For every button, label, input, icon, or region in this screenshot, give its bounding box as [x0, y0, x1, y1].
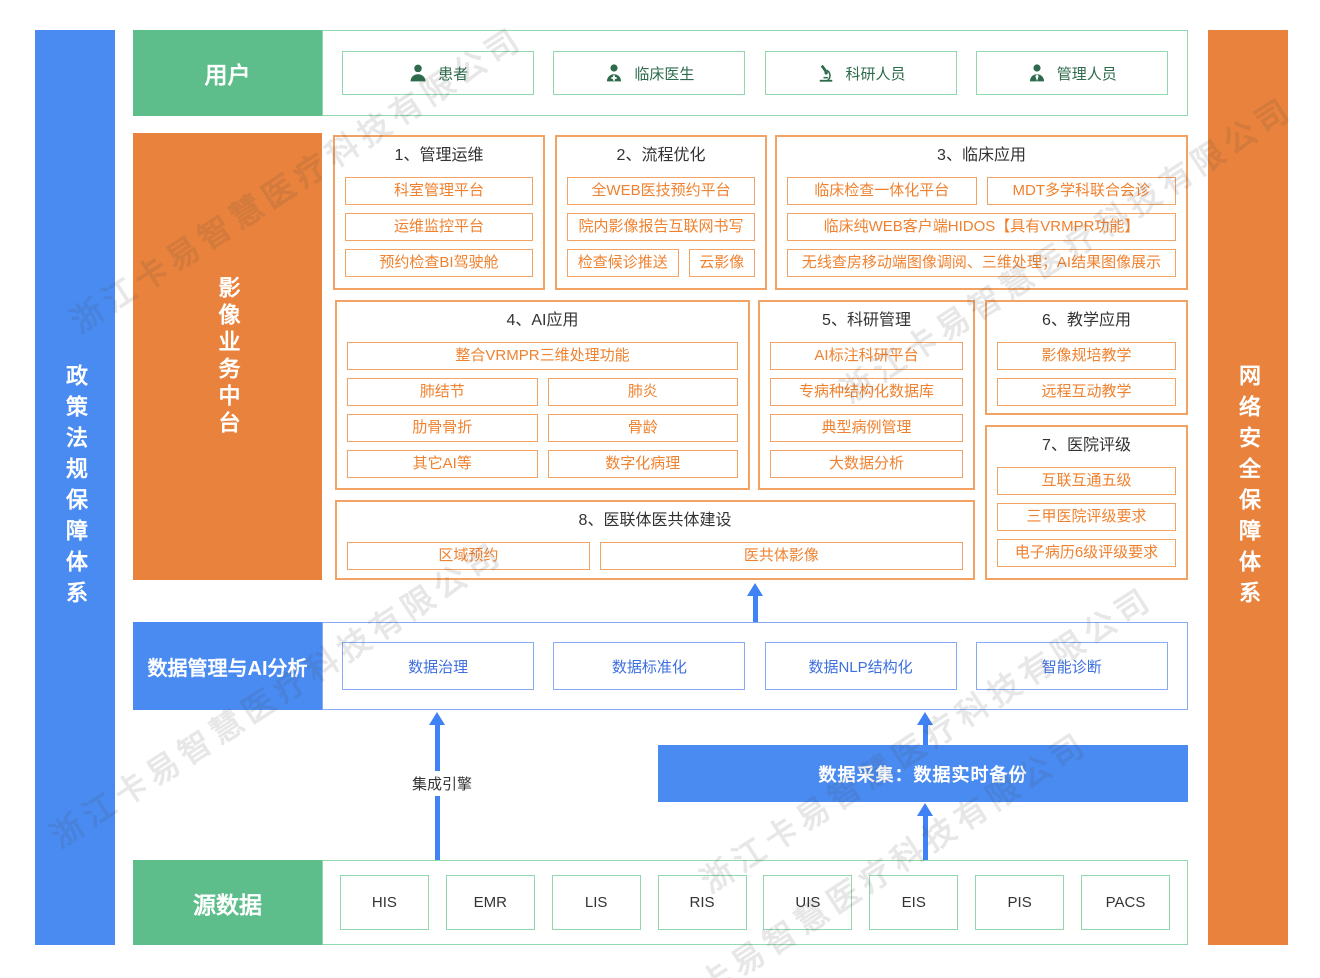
- doctor-icon: [607, 64, 622, 82]
- data-collection-box: 数据采集：数据实时备份: [658, 745, 1188, 802]
- section-item: 互联互通五级: [997, 467, 1176, 495]
- arrow-collection-to-mgmt: [917, 712, 933, 725]
- user-label: 科研人员: [845, 65, 906, 83]
- data-mgmt-item: 智能诊断: [975, 642, 1168, 690]
- section-item: 肺炎: [547, 378, 738, 406]
- section-item: 医共体影像: [599, 542, 963, 570]
- section-title: 3、临床应用: [937, 147, 1026, 164]
- users-row: 患者 临床医生 科研人员 管理人员: [322, 30, 1188, 116]
- imaging-platform-label: 影像业务中台: [215, 275, 241, 438]
- section-title: 4、AI应用: [506, 312, 579, 329]
- section-item: 检查候诊推送: [567, 249, 679, 277]
- microscope-icon: [819, 64, 832, 82]
- section-item: 其它AI等: [347, 450, 538, 478]
- section-item: AI标注科研平台: [770, 342, 963, 370]
- section-research-management: 5、科研管理 AI标注科研平台 专病种结构化数据库 典型病例管理 大数据分析: [758, 300, 975, 490]
- section-ai-application: 4、AI应用 整合VRMPR三维处理功能 肺结节 肺炎 肋骨骨折 骨龄 其它AI…: [335, 300, 750, 490]
- section-item: 典型病例管理: [770, 414, 963, 442]
- patient-icon: [410, 64, 426, 82]
- arrow-source-to-collection: [917, 803, 933, 816]
- arrow-source-to-collection-shaft: [923, 815, 928, 860]
- section-item: 肋骨骨折: [347, 414, 538, 442]
- section-clinical-application: 3、临床应用 临床检查一体化平台 MDT多学科联合会诊 临床纯WEB客户端HID…: [775, 135, 1188, 290]
- section-item: 远程互动教学: [997, 378, 1176, 406]
- user-patient: 患者: [342, 51, 535, 95]
- source-system: EMR: [445, 875, 535, 930]
- section-title: 6、教学应用: [1042, 312, 1131, 329]
- section-item: 肺结节: [347, 378, 538, 406]
- source-system: PACS: [1081, 875, 1170, 930]
- user-label: 患者: [438, 65, 469, 83]
- source-system: RIS: [657, 875, 747, 930]
- network-security-label: 网络安全保障体系: [1236, 363, 1261, 612]
- arrow-integration-engine: [429, 712, 445, 725]
- user-clinician: 临床医生: [553, 51, 746, 95]
- source-system: EIS: [869, 875, 959, 930]
- source-system: LIS: [551, 875, 641, 930]
- section-item: 无线查房移动端图像调阅、三维处理；AI结果图像展示: [787, 249, 1176, 277]
- source-data-row: HIS EMR LIS RIS UIS EIS PIS PACS: [322, 860, 1188, 945]
- user-label: 管理人员: [1056, 65, 1117, 83]
- section-item: 临床纯WEB客户端HIDOS【具有VRMPR功能】: [787, 213, 1176, 241]
- section-title: 7、医院评级: [1042, 437, 1131, 454]
- integration-engine-label: 集成引擎: [407, 771, 478, 796]
- section-item: 数字化病理: [547, 450, 738, 478]
- arrow-collection-to-mgmt-shaft: [923, 724, 928, 745]
- section-item: 三甲医院评级要求: [997, 503, 1176, 531]
- source-system: PIS: [975, 875, 1065, 930]
- user-label: 临床医生: [634, 65, 695, 83]
- manager-icon: [1029, 64, 1044, 82]
- section-title: 2、流程优化: [616, 147, 706, 164]
- imaging-platform-bar: 影像业务中台: [133, 133, 322, 580]
- data-mgmt-item: 数据标准化: [553, 642, 746, 690]
- section-process-optimization: 2、流程优化 全WEB医技预约平台 院内影像报告互联网书写 检查候诊推送 云影像: [555, 135, 767, 290]
- policy-regulation-bar: 政策法规保障体系: [35, 30, 115, 945]
- section-item: 影像规培教学: [997, 342, 1176, 370]
- data-mgmt-row: 数据治理 数据标准化 数据NLP结构化 智能诊断: [322, 622, 1188, 710]
- section-item: 运维监控平台: [345, 213, 533, 241]
- section-item: 整合VRMPR三维处理功能: [347, 342, 738, 370]
- section-title: 8、医联体医共体建设: [578, 512, 732, 529]
- section-medical-alliance: 8、医联体医共体建设 区域预约 医共体影像: [335, 500, 975, 580]
- arrow-up-platform: [747, 583, 763, 596]
- section-title: 1、管理运维: [394, 147, 484, 164]
- section-item: MDT多学科联合会诊: [986, 177, 1176, 205]
- source-data-label: 源数据: [133, 860, 322, 945]
- network-security-bar: 网络安全保障体系: [1208, 30, 1288, 945]
- section-item: 骨龄: [547, 414, 738, 442]
- section-item: 全WEB医技预约平台: [567, 177, 755, 205]
- users-label: 用户: [133, 30, 322, 116]
- policy-regulation-label: 政策法规保障体系: [63, 363, 88, 612]
- section-item: 云影像: [688, 249, 755, 277]
- data-mgmt-item: 数据NLP结构化: [764, 642, 957, 690]
- section-item: 区域预约: [347, 542, 590, 570]
- section-item: 电子病历6级评级要求: [997, 539, 1176, 567]
- section-item: 专病种结构化数据库: [770, 378, 963, 406]
- section-item: 临床检查一体化平台: [787, 177, 977, 205]
- section-item: 预约检查BI驾驶舱: [345, 249, 533, 277]
- source-system: UIS: [763, 875, 853, 930]
- section-title: 5、科研管理: [822, 312, 911, 329]
- section-teaching-application: 6、教学应用 影像规培教学 远程互动教学: [985, 300, 1188, 415]
- section-item: 院内影像报告互联网书写: [567, 213, 755, 241]
- user-admin: 管理人员: [975, 51, 1168, 95]
- section-management-ops: 1、管理运维 科室管理平台 运维监控平台 预约检查BI驾驶舱: [333, 135, 545, 290]
- section-item: 大数据分析: [770, 450, 963, 478]
- data-mgmt-item: 数据治理: [342, 642, 535, 690]
- section-item: 科室管理平台: [345, 177, 533, 205]
- section-hospital-rating: 7、医院评级 互联互通五级 三甲医院评级要求 电子病历6级评级要求: [985, 425, 1188, 580]
- source-system: HIS: [339, 875, 429, 930]
- user-researcher: 科研人员: [764, 51, 957, 95]
- arrow-up-platform-shaft: [753, 595, 758, 622]
- data-mgmt-label: 数据管理与AI分析: [133, 622, 322, 710]
